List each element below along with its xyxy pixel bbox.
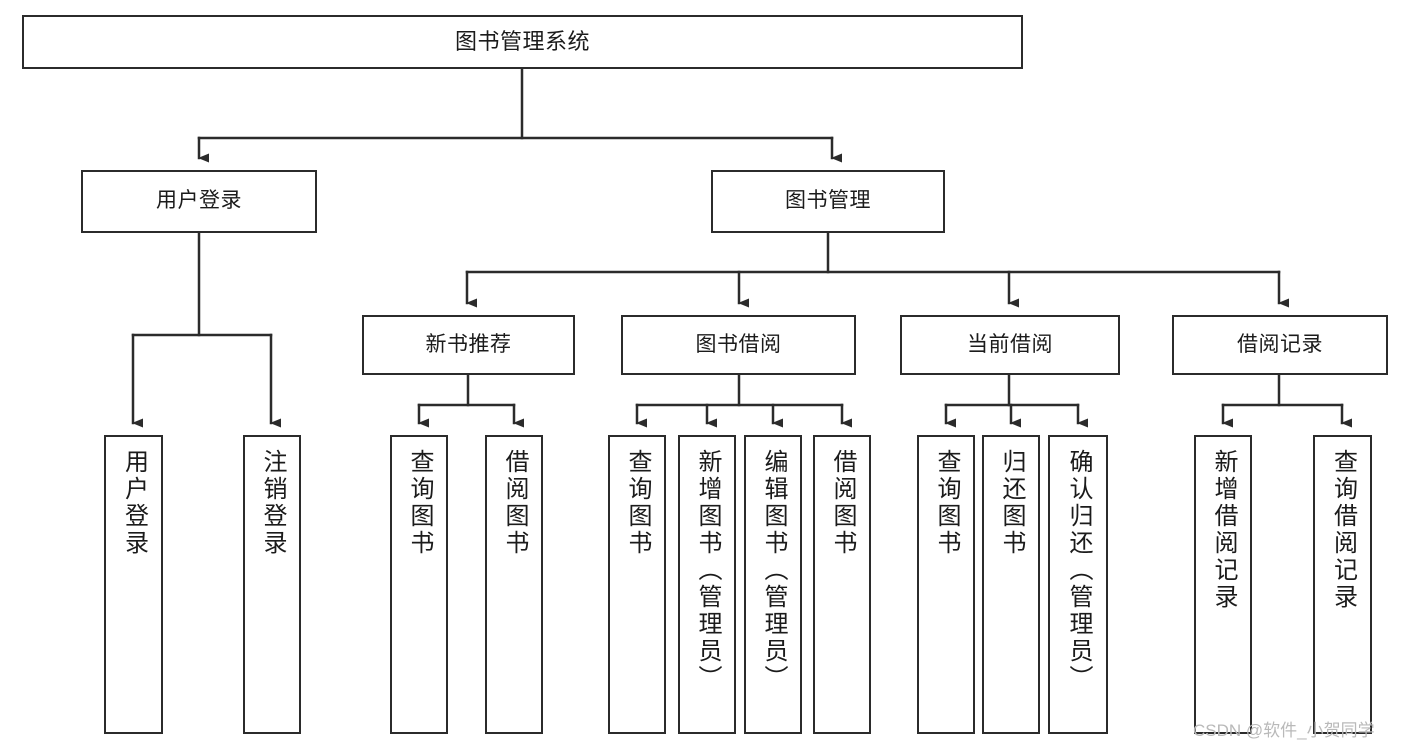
- node-query-borrow-record[interactable]: 查询借阅记录: [1313, 435, 1372, 734]
- node-confirm-return-admin-label: 确认归还（管理员）: [1065, 449, 1092, 692]
- node-query-book-2-label: 查询图书: [624, 449, 651, 557]
- node-add-book-admin[interactable]: 新增图书（管理员）: [678, 435, 736, 734]
- node-root[interactable]: 图书管理系统: [22, 15, 1023, 69]
- node-query-book-2[interactable]: 查询图书: [608, 435, 666, 734]
- node-edit-book-admin[interactable]: 编辑图书（管理员）: [744, 435, 802, 734]
- node-book-borrow[interactable]: 图书借阅: [621, 315, 856, 375]
- node-user-login-label: 用户登录: [156, 189, 242, 213]
- node-add-borrow-record[interactable]: 新增借阅记录: [1194, 435, 1252, 734]
- node-book-manage[interactable]: 图书管理: [711, 170, 945, 233]
- node-borrow-book-2-label: 借阅图书: [829, 449, 856, 557]
- node-book-manage-label: 图书管理: [785, 189, 871, 213]
- node-user-login-leaf-label: 用户登录: [120, 449, 148, 557]
- node-current-borrow-label: 当前借阅: [967, 332, 1053, 356]
- node-edit-book-admin-label: 编辑图书（管理员）: [760, 449, 787, 692]
- node-return-book-label: 归还图书: [998, 449, 1025, 557]
- node-borrow-record-label: 借阅记录: [1237, 332, 1323, 356]
- node-borrow-record[interactable]: 借阅记录: [1172, 315, 1388, 375]
- node-query-book-3[interactable]: 查询图书: [917, 435, 975, 734]
- node-borrow-book-1[interactable]: 借阅图书: [485, 435, 543, 734]
- node-query-book-3-label: 查询图书: [933, 449, 960, 557]
- node-borrow-book-1-label: 借阅图书: [501, 449, 528, 557]
- node-new-book-rec[interactable]: 新书推荐: [362, 315, 575, 375]
- node-current-borrow[interactable]: 当前借阅: [900, 315, 1120, 375]
- node-add-book-admin-label: 新增图书（管理员）: [694, 449, 721, 692]
- csdn-watermark: CSDN @软件_小贺同学: [1193, 721, 1375, 740]
- node-logout-leaf-label: 注销登录: [259, 449, 286, 557]
- node-user-login-leaf[interactable]: 用户登录: [104, 435, 163, 734]
- node-add-borrow-record-label: 新增借阅记录: [1210, 449, 1237, 611]
- node-new-book-rec-label: 新书推荐: [425, 332, 512, 356]
- node-query-borrow-record-label: 查询借阅记录: [1329, 449, 1357, 611]
- node-confirm-return-admin[interactable]: 确认归还（管理员）: [1048, 435, 1108, 734]
- node-book-borrow-label: 图书借阅: [695, 332, 782, 356]
- node-logout-leaf[interactable]: 注销登录: [243, 435, 301, 734]
- node-borrow-book-2[interactable]: 借阅图书: [813, 435, 871, 734]
- node-query-book-1-label: 查询图书: [406, 449, 433, 557]
- node-root-label: 图书管理系统: [454, 29, 590, 55]
- node-return-book[interactable]: 归还图书: [982, 435, 1040, 734]
- node-query-book-1[interactable]: 查询图书: [390, 435, 448, 734]
- node-user-login[interactable]: 用户登录: [81, 170, 317, 233]
